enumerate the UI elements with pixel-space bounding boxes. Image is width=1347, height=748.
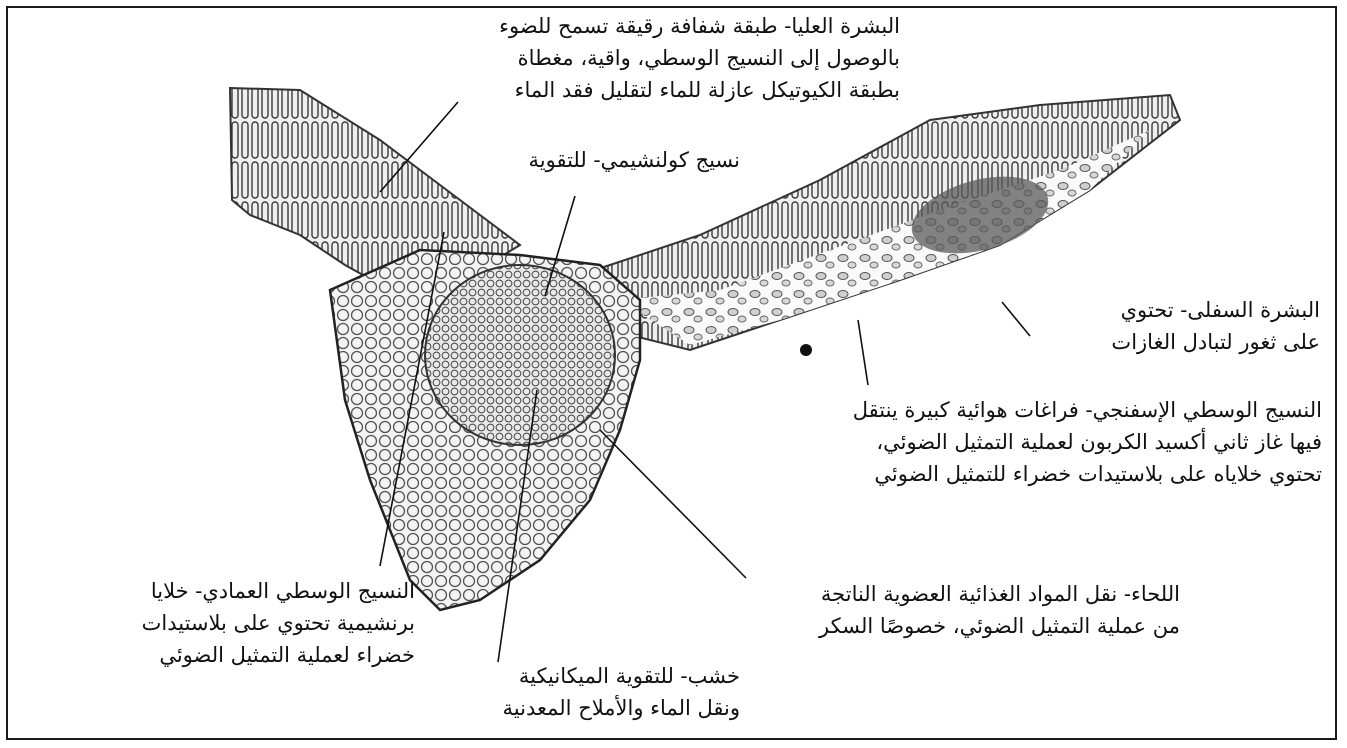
leader-lower-epidermis (1002, 302, 1030, 336)
label-lower-epidermis: البشرة السفلى- تحتوي على ثغور لتبادل الغ… (1040, 294, 1320, 358)
label-xylem: خشب- للتقوية الميكانيكية ونقل الماء والأ… (440, 660, 740, 724)
leader-spongy (858, 320, 868, 385)
label-palisade-mesophyll: النسيج الوسطي العمادي- خلايا برنشيمية تح… (30, 575, 415, 671)
label-upper-epidermis: البشرة العليا- طبقة شفافة رقيقة تسمح للض… (470, 10, 900, 106)
label-collenchyma: نسيج كولنشيمي- للتقوية (440, 144, 740, 176)
label-phloem: اللحاء- نقل المواد الغذائية العضوية النا… (740, 578, 1180, 642)
leader-phloem (600, 430, 746, 578)
vascular-bundle (425, 265, 615, 445)
label-spongy-mesophyll: النسيج الوسطي الإسفنجي- فراغات هوائية كب… (770, 394, 1322, 490)
